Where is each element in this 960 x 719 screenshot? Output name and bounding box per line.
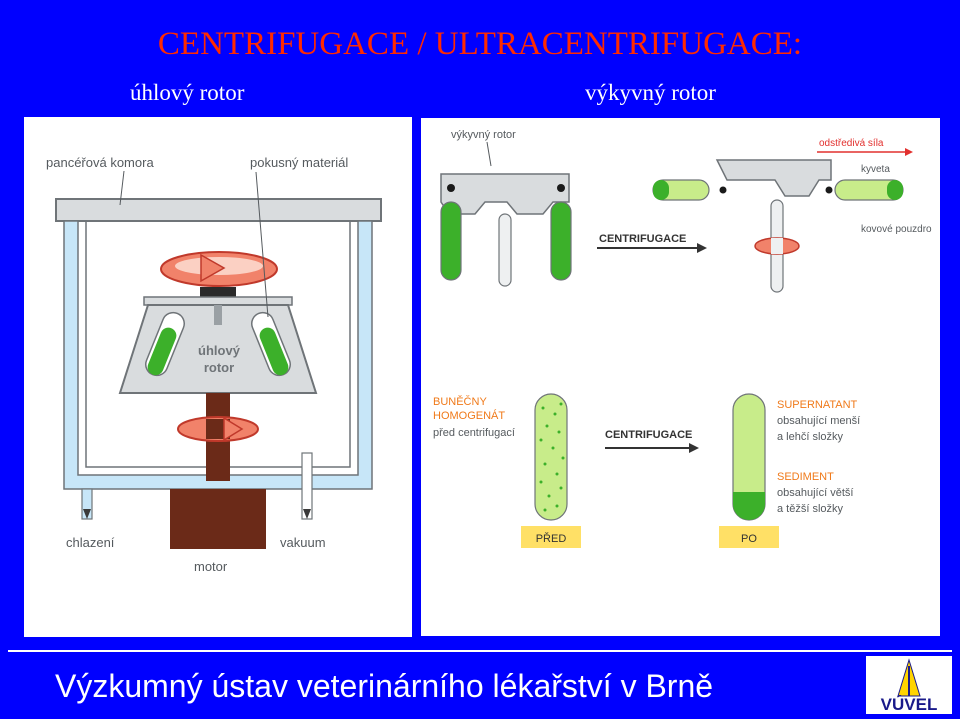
- swing-rotor-svg: výkyvný rotor CENTRIFUGACE odstředivá sí…: [433, 129, 932, 548]
- label-vacuum: vakuum: [280, 535, 326, 550]
- angle-rotor-diagram: úhlový rotor pancéřová komora pokusný ma…: [24, 117, 412, 637]
- vuvel-logo-svg: VÚVEL: [881, 658, 938, 714]
- pivot-swung-right: [825, 186, 833, 194]
- label-material: pokusný materiál: [250, 155, 348, 170]
- rotor-screw: [214, 305, 222, 325]
- rotor-lid: [143, 296, 293, 306]
- subtitle-angle-rotor: úhlový rotor: [130, 80, 245, 105]
- subtitle-swing-rotor: výkyvný rotor: [585, 80, 716, 105]
- leader-material: [255, 171, 269, 318]
- supernatant-line3: a lehčí složky: [777, 431, 844, 443]
- rotation-arrow-top: [160, 251, 278, 287]
- label-motor: motor: [194, 559, 228, 574]
- institute-name: Výzkumný ústav veterinárního lékařství v…: [55, 668, 714, 704]
- force-arrow-head: [905, 148, 913, 156]
- sediment-line3: a těžší složky: [777, 503, 844, 515]
- cuvette-right-horizontal: [834, 179, 904, 201]
- tube-right: [251, 311, 291, 377]
- supernatant-line2: obsahující menší: [777, 415, 860, 427]
- tube-after: [732, 393, 766, 521]
- footer-divider: [8, 650, 952, 652]
- label-cooling: chlazení: [66, 535, 115, 550]
- rotor-cap: [200, 287, 236, 297]
- label-swing-rotor: výkyvný rotor: [451, 129, 516, 141]
- label-chamber: pancéřová komora: [46, 155, 154, 170]
- before-label-box: [521, 526, 581, 548]
- label-centrifugation-top: CENTRIFUGACE: [599, 233, 686, 245]
- swing-rotor-diagram: výkyvný rotor CENTRIFUGACE odstředivá sí…: [421, 118, 940, 636]
- tube-before: [534, 393, 568, 521]
- label-centrifugation-bottom: CENTRIFUGACE: [605, 429, 692, 441]
- homogenate-line3: před centrifugací: [433, 427, 515, 439]
- pivot-left: [447, 184, 455, 192]
- rotor-label-line1: úhlový: [198, 343, 241, 358]
- leader-chamber: [119, 170, 125, 206]
- cooling-jacket: [63, 220, 373, 490]
- vuvel-logo: VÚVEL: [866, 656, 952, 714]
- rotation-arrow-bottom: [177, 416, 259, 442]
- motor-block: [170, 489, 266, 549]
- supernatant-line1: SUPERNATANT: [777, 399, 858, 411]
- label-force: odstředivá síla: [819, 138, 884, 149]
- homogenate-line1: BUNĚČNY: [433, 395, 487, 408]
- pivot-right: [557, 184, 565, 192]
- label-cuvette: kyveta: [861, 164, 890, 175]
- sediment-line2: obsahující větší: [777, 487, 853, 499]
- cooling-arrow: [83, 509, 91, 519]
- vacuum-arrow: [303, 509, 311, 519]
- top-plate: [55, 198, 382, 222]
- swing-tube-left: [440, 201, 462, 281]
- arrow-head-top: [697, 243, 707, 253]
- arrow-head-bottom: [689, 443, 699, 453]
- cuvette-left-horizontal: [652, 179, 710, 201]
- rotor-arm-swung: [715, 159, 832, 197]
- logo-text: VÚVEL: [881, 695, 938, 714]
- tube-left: [145, 311, 185, 377]
- swing-tube-mid: [498, 213, 512, 287]
- label-metal-case: kovové pouzdro: [861, 224, 932, 235]
- label-after: PO: [741, 533, 757, 545]
- homogenate-line2: HOMOGENÁT: [433, 409, 505, 422]
- rotation-arrow-swing: [754, 237, 800, 255]
- leader-swing-rotor: [486, 141, 492, 167]
- angle-rotor-svg: úhlový rotor pancéřová komora pokusný ma…: [46, 155, 382, 574]
- swing-tube-right: [550, 201, 572, 281]
- label-before: PŘED: [536, 532, 567, 545]
- pivot-swung-left: [719, 186, 727, 194]
- sediment-line1: SEDIMENT: [777, 471, 834, 483]
- after-label-box: [719, 526, 779, 548]
- slide-title: CENTRIFUGACE / ULTRACENTRIFUGACE:: [157, 26, 803, 62]
- rotor-label-line2: rotor: [204, 360, 234, 375]
